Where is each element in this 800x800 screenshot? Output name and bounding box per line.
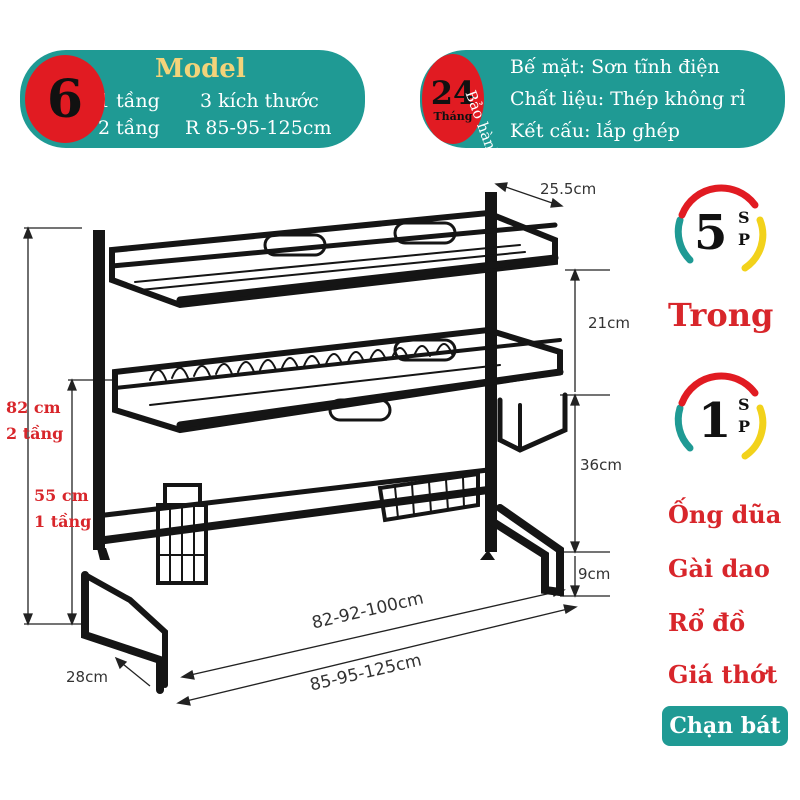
promo-in-word: Trong [668, 296, 774, 334]
promo-item-basket: Rổ đồ [668, 608, 746, 637]
spec-structure: Kết cấu: lắp ghép [510, 120, 680, 142]
promo-badge1-s: S [738, 208, 750, 227]
dim-depth-top: 25.5cm [540, 180, 597, 198]
dim-depth-bottom: 28cm [66, 668, 108, 686]
rack-frame [81, 192, 568, 694]
spec-surface: Bế mặt: Sơn tĩnh điện [510, 56, 720, 78]
height-82-label: 2 tầng [6, 424, 64, 443]
promo-highlight-box: Chạn bát [662, 706, 788, 746]
promo-badge1-p: P [738, 230, 751, 249]
dim-height-middle: 36cm [580, 456, 622, 474]
height-55-value: 55 cm [34, 486, 89, 505]
height-82-value: 82 cm [6, 398, 61, 417]
dim-height-upper: 21cm [588, 314, 630, 332]
promo-item-dish-rack: Chạn bát [669, 713, 781, 739]
model-title: Model [155, 54, 246, 84]
promo-item-chopstick: Ống dũa [668, 500, 782, 529]
dim-height-lower: 9cm [578, 565, 611, 583]
spec-material: Chất liệu: Thép không rỉ [510, 88, 746, 110]
dimension-lines [23, 182, 610, 706]
promo-badge1-number: 5 [694, 205, 728, 261]
promo-badge2-s: S [738, 395, 750, 414]
model-count-number: 6 [46, 68, 84, 130]
warranty-unit: Tháng [433, 109, 473, 123]
promo-item-board: Giá thớt [668, 660, 778, 689]
model-line2-left: 2 tầng [98, 117, 160, 139]
promo-badge2-p: P [738, 417, 751, 436]
warranty-badge: 24 Tháng [422, 54, 484, 144]
model-line1-right: 3 kích thước [200, 90, 319, 112]
model-count-badge: 6 [25, 55, 105, 143]
promo-badge2-number: 1 [698, 393, 732, 449]
model-line1-left: 1 tầng [98, 90, 160, 112]
height-55-label: 1 tầng [34, 512, 92, 531]
promo-item-knife: Gài dao [668, 554, 770, 583]
model-line2-right: R 85-95-125cm [185, 117, 332, 139]
warranty-months: 24 [430, 73, 476, 112]
warranty-banner: Bế mặt: Sơn tĩnh điện Chất liệu: Thép kh… [420, 50, 785, 148]
